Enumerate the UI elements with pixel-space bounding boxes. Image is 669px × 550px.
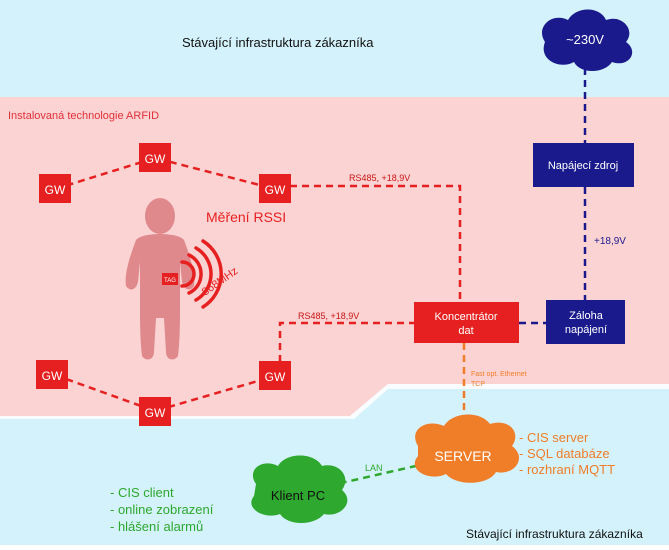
- gw-label: GW: [145, 406, 166, 420]
- signal-waves-icon: [180, 239, 223, 309]
- gateway-top-right: GW: [259, 174, 291, 203]
- concentrator-label-2: dat: [458, 325, 473, 337]
- backup-label-1: Záloha: [569, 310, 604, 322]
- server-label: SERVER: [434, 448, 491, 464]
- arfid-zone-title: Instalovaná technologie ARFID: [8, 110, 159, 122]
- rssi-title: Měření RSSI: [206, 209, 286, 225]
- rs485-bottom-line: [278, 321, 414, 362]
- mains-cloud: ~230V: [542, 9, 633, 71]
- concentrator-label-1: Koncentrátor: [435, 311, 498, 323]
- gateway-bottom-left: GW: [36, 360, 68, 389]
- ethernet-label-1: Fast opt. Ethernet: [471, 371, 527, 378]
- power-supply-label: Napájecí zdroj: [548, 160, 618, 172]
- client-feature: - online zobrazení: [110, 502, 214, 517]
- client-label: Klient PC: [271, 488, 325, 503]
- gateway-top-left: GW: [39, 174, 71, 203]
- voltage-label: +18,9V: [594, 236, 626, 247]
- gateway-bottom-right: GW: [259, 361, 291, 390]
- rs485-bottom-label: RS485, +18,9V: [298, 311, 359, 321]
- server-cloud: SERVER: [414, 414, 520, 483]
- power-backup-box: Záloha napájení: [546, 300, 625, 344]
- backup-label-2: napájení: [565, 324, 607, 336]
- top-zone-title: Stávající infrastruktura zákazníka: [182, 35, 374, 50]
- mains-label: ~230V: [566, 32, 604, 47]
- server-feature: - SQL databáze: [519, 446, 610, 461]
- person-figure: [125, 198, 195, 360]
- server-feature: - CIS server: [519, 430, 589, 445]
- ethernet-label-2: TCP: [471, 381, 485, 388]
- client-cloud: Klient PC: [251, 455, 348, 523]
- zone-separator: [0, 384, 669, 419]
- server-feature: - rozhraní MQTT: [519, 462, 615, 477]
- gw-label: GW: [265, 370, 286, 384]
- lan-label: LAN: [365, 463, 383, 473]
- gw-label: GW: [45, 183, 66, 197]
- power-supply-box: Napájecí zdroj: [533, 143, 634, 187]
- gateway-bottom-center: GW: [139, 397, 171, 426]
- rs485-top-label: RS485, +18,9V: [349, 173, 410, 183]
- rs485-top-line: [290, 184, 462, 302]
- concentrator-box: Koncentrátor dat: [414, 302, 519, 343]
- gw-label: GW: [265, 183, 286, 197]
- client-feature: - hlášení alarmů: [110, 519, 203, 534]
- gateway-top-center: GW: [139, 143, 171, 172]
- gw-label: GW: [145, 152, 166, 166]
- client-feature: - CIS client: [110, 485, 174, 500]
- rfid-tag: [162, 273, 178, 285]
- bottom-zone-title: Stávající infrastruktura zákazníka: [466, 527, 643, 541]
- gw-label: GW: [42, 369, 63, 383]
- tag-label: TAG: [164, 278, 176, 284]
